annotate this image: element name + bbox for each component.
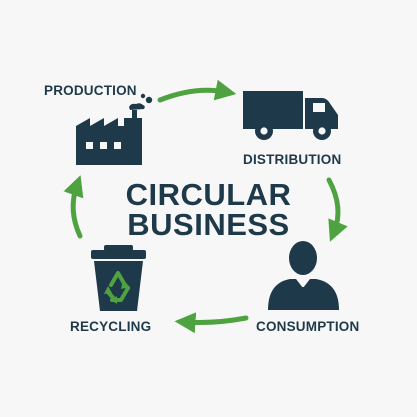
arrow-recycling-to-production [63, 175, 84, 239]
truck-icon [243, 91, 338, 140]
diagram-title-line-1: CIRCULAR [125, 177, 292, 212]
person-icon [268, 241, 339, 310]
factory-icon [76, 93, 153, 165]
stage-label-recycling: RECYCLING [70, 319, 152, 334]
diagram-title-line-2: BUSINESS [127, 207, 290, 242]
stage-label-production: PRODUCTION [44, 83, 137, 98]
arrow-consumption-to-recycling [174, 312, 249, 334]
recycle-bin-icon [91, 245, 146, 311]
stage-label-consumption: CONSUMPTION [256, 319, 360, 334]
stage-label-distribution: DISTRIBUTION [243, 152, 342, 167]
arrow-distribution-to-consumption [326, 177, 348, 242]
arrow-production-to-distribution [157, 79, 237, 103]
